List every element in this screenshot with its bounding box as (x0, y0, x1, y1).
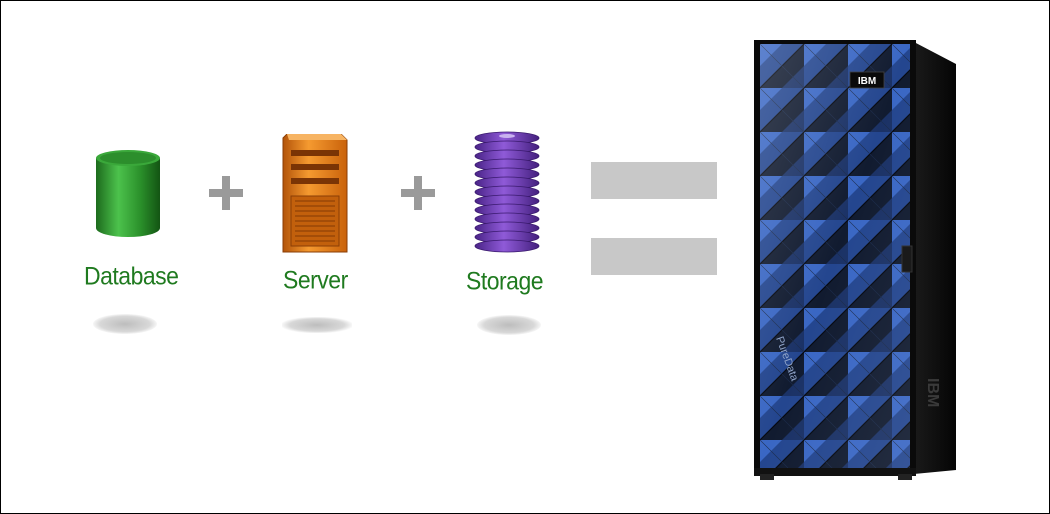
storage-icon (472, 130, 542, 256)
database-shadow (93, 314, 157, 334)
rack-side-logo-text: IBM (924, 378, 941, 407)
server-icon (281, 134, 349, 254)
plus-icon (401, 176, 435, 210)
storage-label: Storage (466, 266, 544, 296)
server-label: Server (283, 265, 348, 295)
rack-icon: IBM PureData IBM (752, 38, 958, 480)
database-label: Database (84, 261, 179, 291)
equals-top-bar (591, 162, 717, 199)
plus-icon (209, 176, 243, 210)
server-shadow (282, 317, 352, 333)
rack-badge-text: IBM (858, 76, 876, 87)
database-icon (94, 148, 162, 240)
storage-shadow (477, 315, 541, 335)
equals-bottom-bar (591, 238, 717, 275)
